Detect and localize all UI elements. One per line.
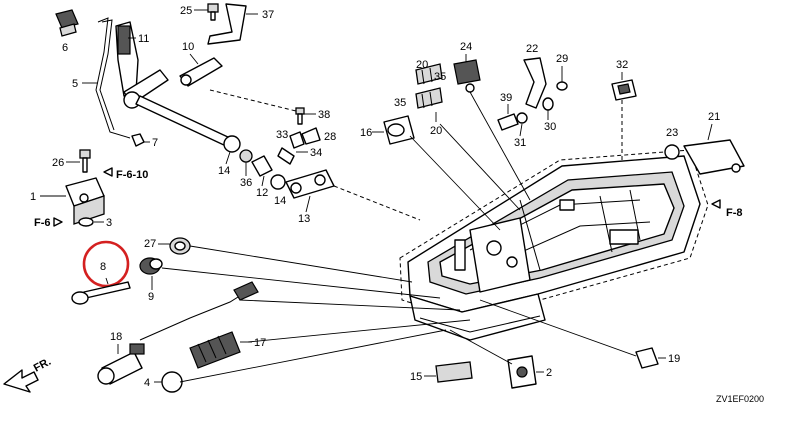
callout-3: 3	[106, 217, 112, 229]
part-3-washer	[78, 217, 94, 227]
callout-20b: 20	[430, 125, 442, 137]
part-39-bolt	[497, 113, 519, 131]
part-35-pins	[415, 63, 443, 109]
ref-f6-10: F-6-10	[116, 169, 148, 181]
highlight-circle-8	[82, 240, 130, 288]
part-14-collar-b	[270, 174, 286, 190]
callout-26: 26	[52, 157, 64, 169]
part-34-spring	[277, 147, 295, 165]
part-30-collar	[542, 97, 554, 111]
callout-31: 31	[514, 137, 526, 149]
part-23-grommet	[664, 144, 680, 160]
ref-arrow-f610	[103, 167, 113, 177]
callout-10: 10	[182, 41, 194, 53]
part-26-bolt	[79, 149, 91, 173]
part-7-clip	[131, 133, 145, 147]
callout-34: 34	[310, 147, 322, 159]
callout-15: 15	[410, 371, 422, 383]
callout-36: 36	[240, 177, 252, 189]
part-38-bolt	[295, 107, 305, 115]
part-1-bracket	[65, 177, 105, 225]
callout-21: 21	[708, 111, 720, 123]
callout-39: 39	[500, 92, 512, 104]
shift-shaft	[135, 95, 231, 147]
callout-2: 2	[546, 367, 552, 379]
callout-13: 13	[298, 213, 310, 225]
part-18-switch	[97, 343, 145, 385]
leader-lines	[161, 91, 637, 383]
part-37-bracket	[207, 3, 247, 45]
part-22-bracket	[523, 57, 547, 109]
part-8-pin	[71, 277, 131, 305]
ref-f6: F-6	[34, 217, 51, 229]
callout-9: 9	[148, 291, 154, 303]
part-15-pad	[435, 361, 473, 383]
callout-14a: 14	[218, 165, 230, 177]
callout-37: 37	[262, 9, 274, 21]
part-19-clip	[635, 347, 659, 369]
part-14-collar-a	[223, 135, 241, 153]
callout-35a: 35	[434, 71, 446, 83]
part-31-washer	[516, 112, 528, 124]
callout-20a: 20	[416, 59, 428, 71]
part-21-bracket	[683, 139, 745, 175]
callout-7: 7	[152, 137, 158, 149]
callout-8: 8	[100, 261, 106, 273]
callout-16: 16	[360, 127, 372, 139]
part-28-pin	[301, 127, 321, 145]
diagram-code: ZV1EF0200	[716, 394, 764, 404]
callout-29: 29	[556, 53, 568, 65]
callout-14b: 14	[274, 195, 286, 207]
ref-arrow-f6	[53, 217, 63, 227]
part-24-mount	[453, 59, 481, 93]
part-9-grommet	[139, 257, 163, 275]
part-6-knob	[55, 9, 79, 37]
part-4-plug	[161, 371, 183, 393]
front-label: FR.	[32, 356, 53, 375]
part-36-ring	[239, 149, 253, 163]
part-32-clip	[611, 79, 637, 101]
callout-22: 22	[526, 43, 538, 55]
part-13-linkage	[285, 169, 335, 199]
part-25-screw	[207, 3, 219, 13]
callout-38: 38	[318, 109, 330, 121]
part-5-rod	[95, 17, 131, 139]
bottom-cowl	[399, 149, 709, 341]
part-17-boot	[189, 331, 241, 369]
callout-4: 4	[144, 377, 150, 389]
callout-19: 19	[668, 353, 680, 365]
callout-23: 23	[666, 127, 678, 139]
callout-27: 27	[144, 238, 156, 250]
part-16-grommet	[383, 115, 415, 145]
callout-35b: 35	[394, 97, 406, 109]
callout-6: 6	[62, 42, 68, 54]
part-2-bracket	[507, 355, 537, 389]
callout-24: 24	[460, 41, 472, 53]
part-29-washer	[556, 81, 568, 91]
callout-11: 11	[138, 33, 149, 45]
callout-18: 18	[110, 331, 122, 343]
front-arrow	[3, 369, 39, 393]
callout-5: 5	[72, 78, 78, 90]
part-12-bushing	[251, 155, 273, 177]
callout-12: 12	[256, 187, 268, 199]
ref-arrow-f8	[711, 199, 721, 209]
callout-1: 1	[30, 191, 36, 203]
callout-17: 17	[254, 337, 266, 349]
callout-25: 25	[180, 5, 192, 17]
part-33-clip	[289, 131, 305, 149]
callout-30: 30	[544, 121, 556, 133]
callout-28: 28	[324, 131, 336, 143]
ref-f8: F-8	[726, 207, 743, 219]
callout-33: 33	[276, 129, 288, 141]
callout-32: 32	[616, 59, 628, 71]
